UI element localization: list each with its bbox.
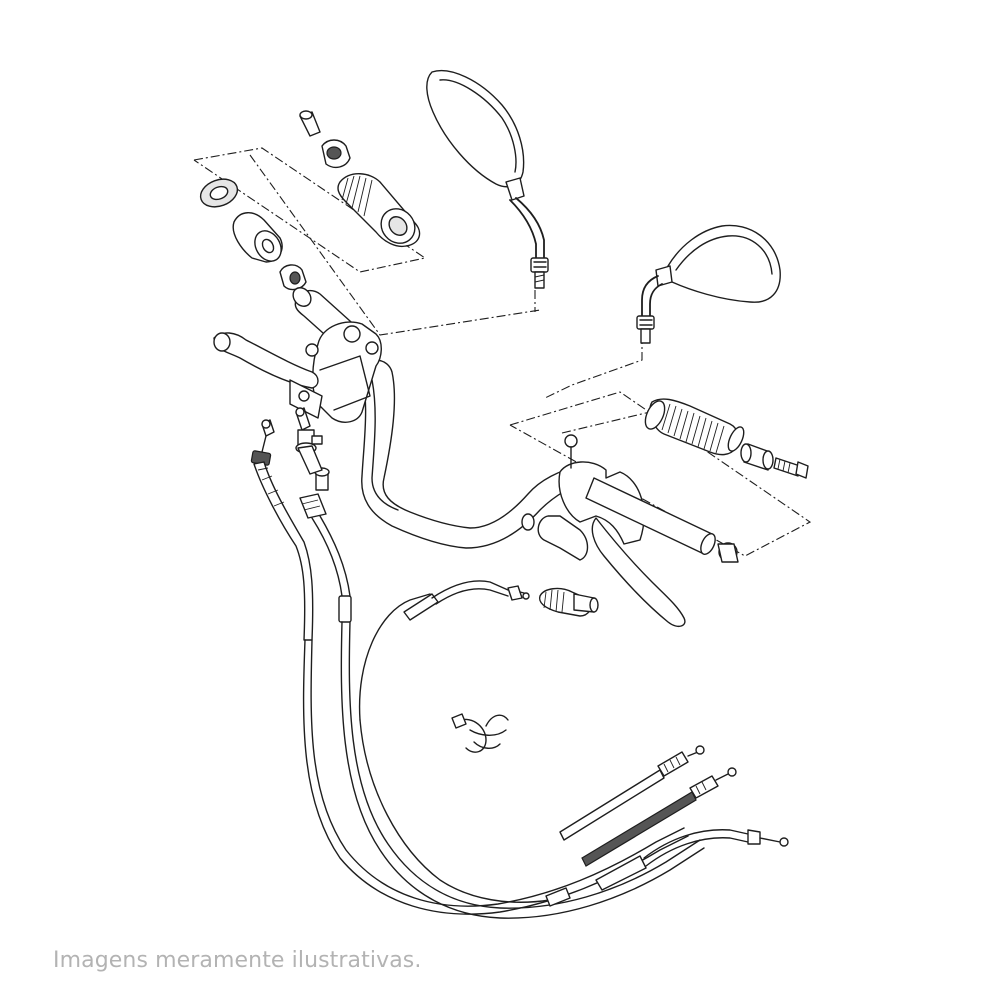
left-grip — [300, 111, 422, 250]
cable-adjuster — [540, 589, 598, 616]
right-grip — [641, 398, 747, 455]
bar-end-weight-right — [741, 444, 773, 470]
cable-clamp — [452, 714, 508, 752]
choke-cable — [360, 581, 570, 906]
left-grip-parts — [197, 174, 306, 289]
handlebar — [360, 360, 718, 556]
disclaimer-caption: Imagens meramente ilustrativas. — [53, 948, 422, 973]
clutch-lever — [214, 333, 322, 418]
left-mirror — [427, 71, 548, 288]
cable-ends-lower — [560, 746, 788, 890]
clutch-cable — [251, 420, 688, 914]
right-mirror — [637, 225, 780, 343]
bolt-right — [774, 458, 808, 478]
bar-end-small-right — [718, 543, 738, 562]
brake-lever — [522, 514, 685, 626]
left-switch-housing — [306, 322, 381, 422]
callout-lines — [194, 148, 810, 556]
throttle-cable — [298, 446, 704, 918]
